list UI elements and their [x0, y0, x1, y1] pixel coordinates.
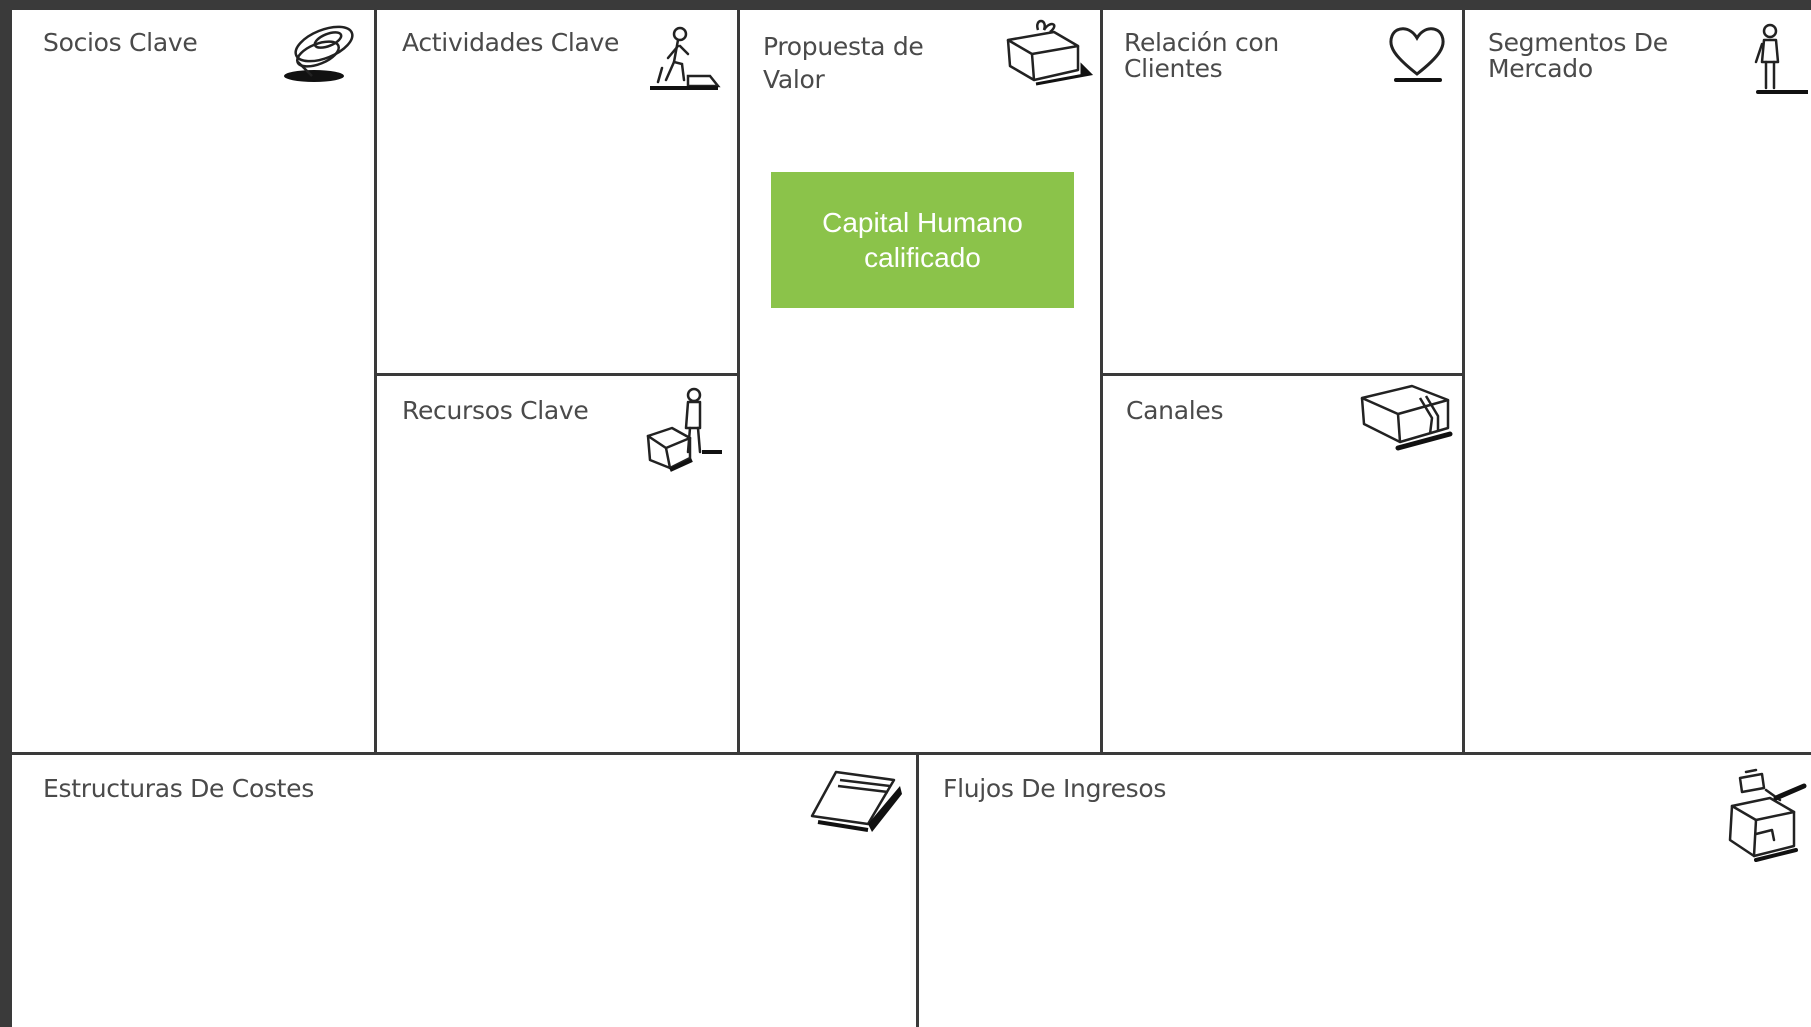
sticky-note[interactable]: Capital Humano calificado — [771, 172, 1074, 308]
block-socios-clave — [12, 10, 376, 754]
block-canales — [1102, 375, 1464, 754]
left-border — [0, 0, 12, 1027]
divider — [1102, 373, 1464, 376]
block-propuesta-de-valor — [739, 10, 1102, 754]
top-border — [0, 0, 1811, 10]
label-flujos-de-ingresos: Flujos De Ingresos — [943, 774, 1167, 803]
person-with-box-icon — [642, 386, 726, 472]
gift-box-icon — [1004, 18, 1094, 92]
chain-link-icon — [278, 18, 364, 84]
block-segmentos-de-mercado — [1464, 10, 1811, 754]
label-actividades-clave: Actividades Clave — [402, 28, 620, 57]
divider — [376, 373, 739, 376]
divider — [1100, 10, 1103, 755]
divider — [374, 10, 377, 755]
block-recursos-clave — [376, 375, 739, 754]
block-actividades-clave — [376, 10, 739, 375]
divider — [737, 10, 740, 755]
money-bag-icon — [1722, 768, 1808, 864]
block-relacion-con-clientes — [1102, 10, 1464, 375]
heart-icon — [1386, 22, 1448, 84]
price-tag-icon — [810, 766, 906, 842]
label-segmentos-de-mercado: Segmentos De Mercado — [1488, 28, 1668, 83]
label-recursos-clave: Recursos Clave — [402, 396, 589, 425]
standing-person-icon — [1752, 22, 1808, 100]
label-propuesta-de-valor: Propuesta de Valor — [763, 32, 924, 94]
block-flujos-de-ingresos — [918, 754, 1811, 1027]
label-canales: Canales — [1126, 396, 1224, 425]
divider — [1462, 10, 1465, 755]
block-estructuras-de-costes — [12, 754, 918, 1027]
divider — [916, 754, 919, 1027]
worker-icon — [648, 24, 724, 96]
delivery-truck-icon — [1358, 384, 1454, 460]
label-relacion-con-clientes: Relación con Clientes — [1124, 28, 1279, 83]
divider — [12, 752, 1811, 755]
label-socios-clave: Socios Clave — [43, 28, 198, 57]
label-estructuras-de-costes: Estructuras De Costes — [43, 774, 314, 803]
